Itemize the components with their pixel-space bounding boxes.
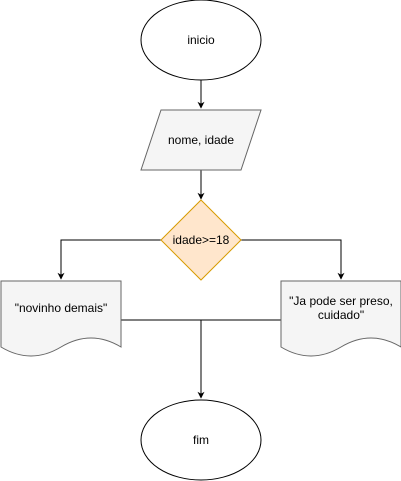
input-node[interactable] — [140, 109, 262, 171]
output-right-node[interactable] — [280, 280, 401, 357]
edge-decision-to-output-right — [241, 239, 345, 280]
start-node[interactable] — [140, 0, 262, 81]
edge-decision-to-output-left — [57, 239, 161, 280]
output-left-node[interactable] — [0, 280, 122, 357]
decision-node[interactable] — [160, 199, 242, 281]
end-node[interactable] — [140, 399, 262, 481]
